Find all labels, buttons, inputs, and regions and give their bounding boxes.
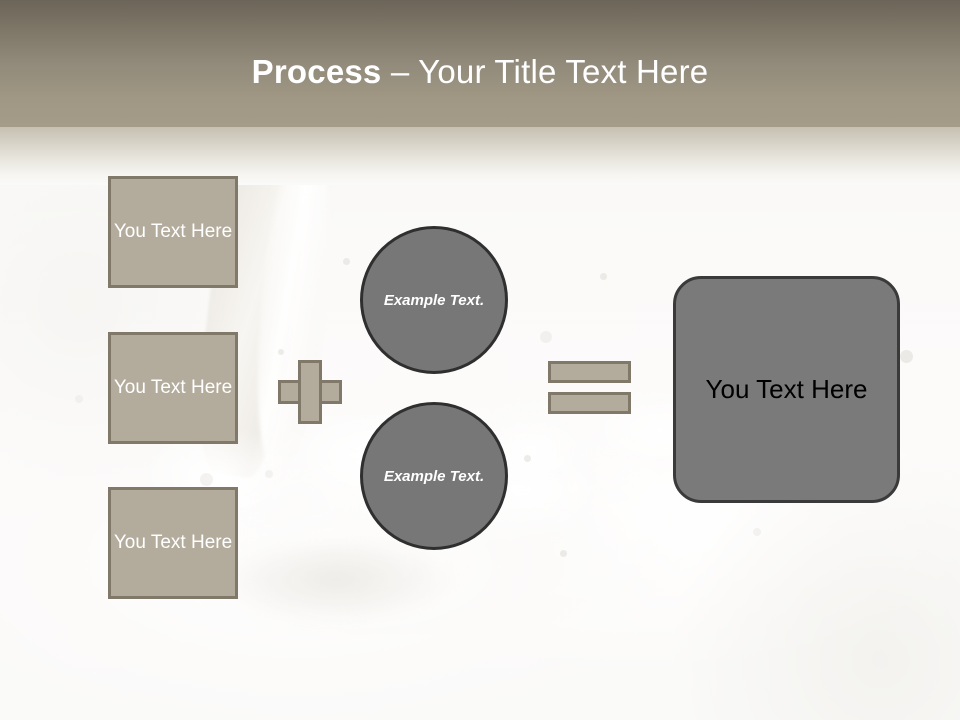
circle-bottom-label: Example Text. xyxy=(383,467,485,485)
circle-bottom[interactable]: Example Text. xyxy=(360,402,508,550)
result-box-label: You Text Here xyxy=(705,374,868,404)
plus-icon xyxy=(278,360,342,424)
bubble-icon xyxy=(265,470,273,478)
bubble-icon xyxy=(753,528,761,536)
equals-icon xyxy=(548,361,631,414)
left-box-2-label: You Text Here xyxy=(113,377,233,398)
bubble-icon xyxy=(600,273,607,280)
left-box-1-label: You Text Here xyxy=(113,221,233,242)
circle-top[interactable]: Example Text. xyxy=(360,226,508,374)
page-title-light: – Your Title Text Here xyxy=(381,53,709,90)
circle-top-label: Example Text. xyxy=(383,291,485,309)
bubble-icon xyxy=(278,349,284,355)
left-box-3-label: You Text Here xyxy=(113,532,233,553)
bubble-icon xyxy=(75,395,83,403)
bubble-icon xyxy=(560,550,567,557)
header-fade xyxy=(0,127,960,185)
page-title: Process – Your Title Text Here xyxy=(0,52,960,92)
result-box[interactable]: You Text Here xyxy=(673,276,900,503)
bubble-icon xyxy=(343,258,350,265)
bubble-icon xyxy=(524,455,531,462)
left-box-1[interactable]: You Text Here xyxy=(108,176,238,288)
left-box-2[interactable]: You Text Here xyxy=(108,332,238,444)
plus-icon-center-patch xyxy=(301,383,319,401)
left-box-3[interactable]: You Text Here xyxy=(108,487,238,599)
bubble-icon xyxy=(200,473,213,486)
bubble-icon xyxy=(900,350,913,363)
bubble-icon xyxy=(540,331,552,343)
page-title-strong: Process xyxy=(251,53,382,90)
header-band xyxy=(0,0,960,127)
equals-icon-bottom-bar xyxy=(548,392,631,414)
equals-icon-top-bar xyxy=(548,361,631,383)
